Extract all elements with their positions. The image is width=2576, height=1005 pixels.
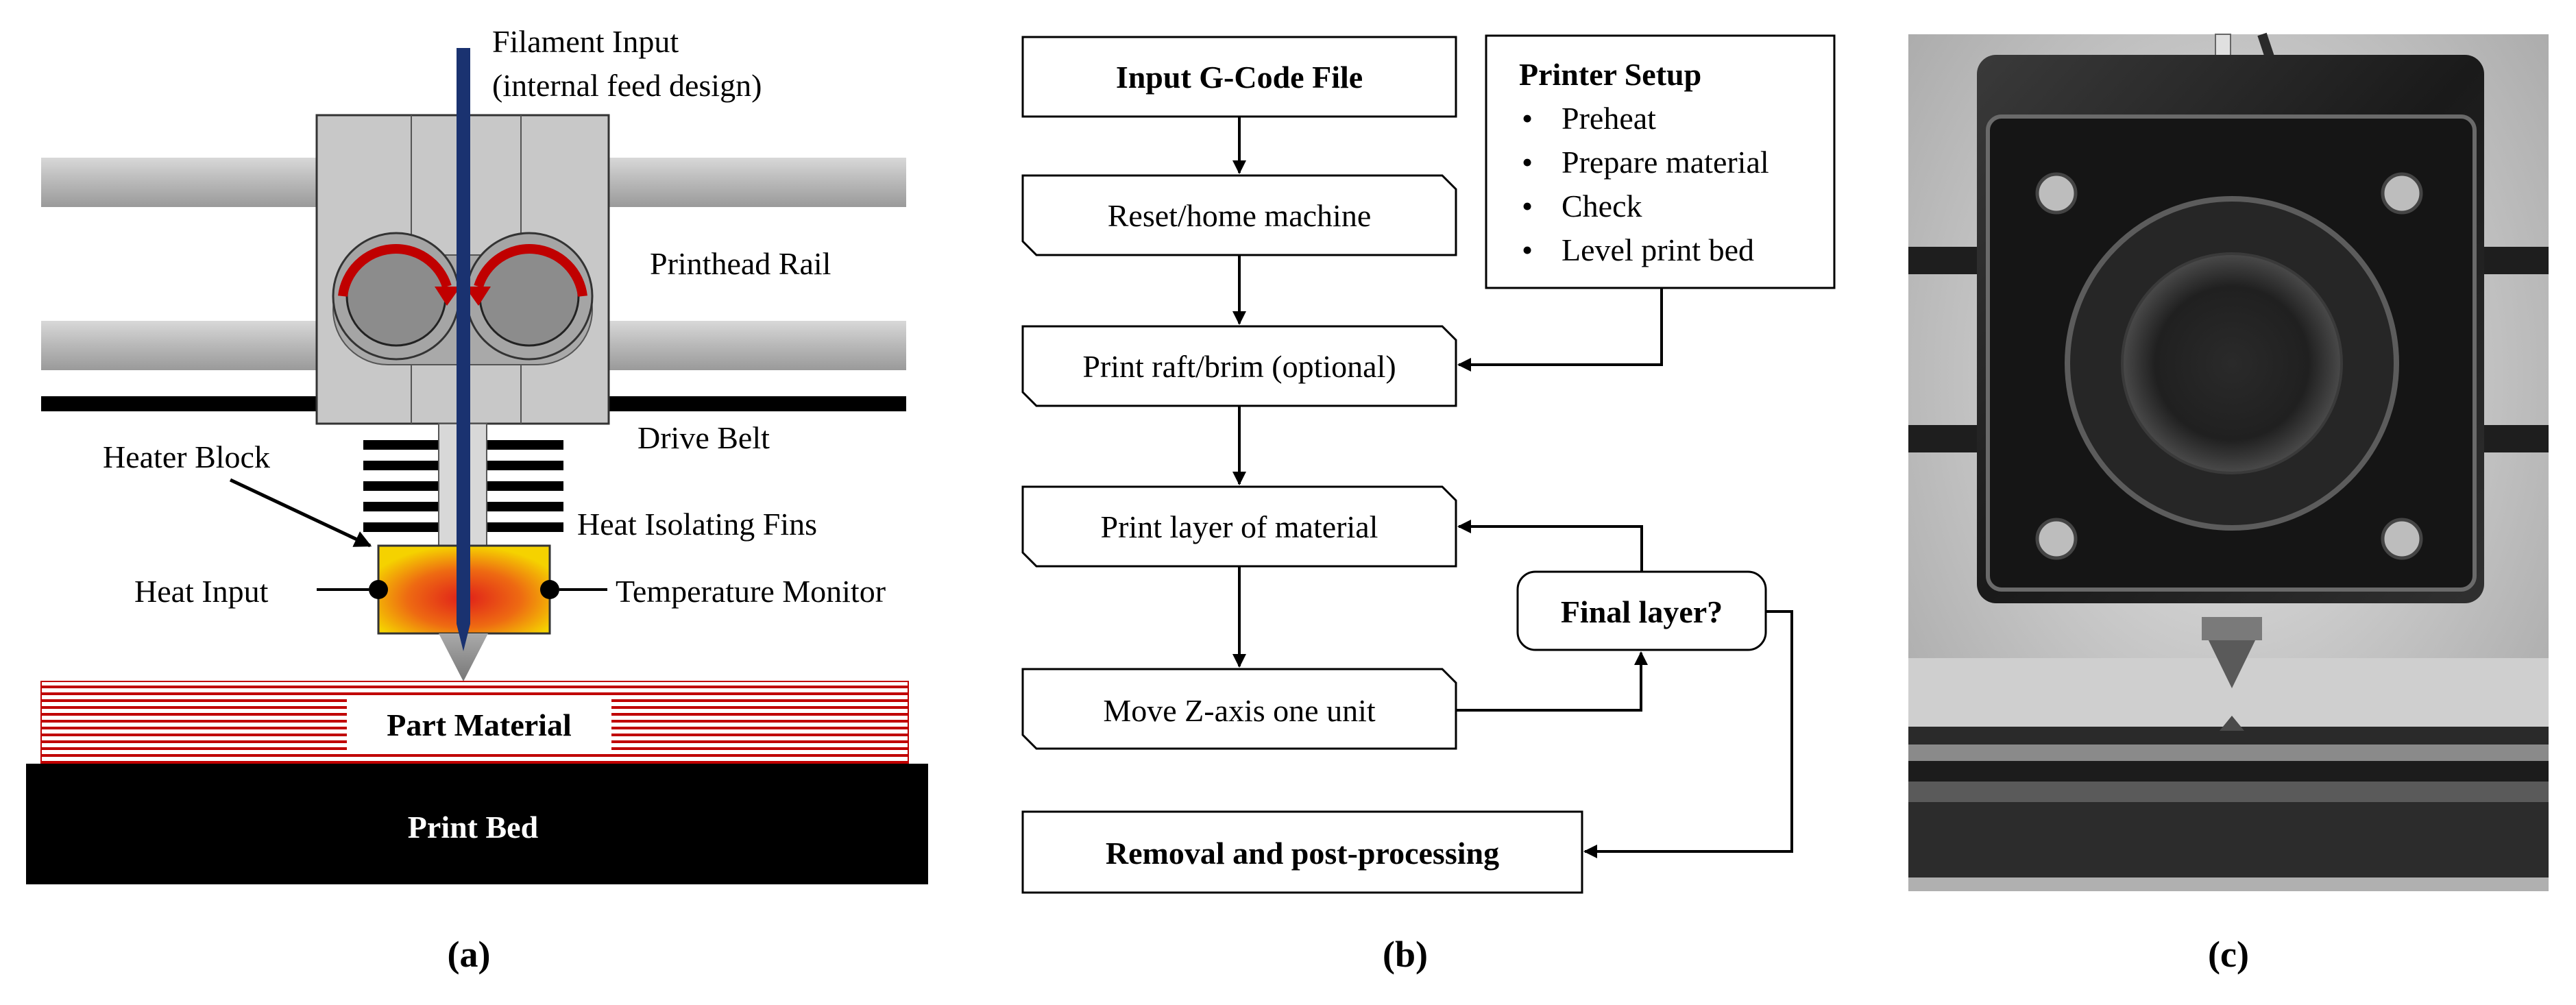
node-reset-home: Reset/home machine <box>1021 174 1457 256</box>
svg-text:•: • <box>1522 145 1533 180</box>
svg-text:•: • <box>1522 101 1533 136</box>
temperature-monitor-label: Temperature Monitor <box>616 574 886 609</box>
node-move-z: Move Z-axis one unit <box>1021 668 1457 750</box>
photo-screw <box>2035 518 2078 560</box>
printer-setup-item: Preheat <box>1562 101 1656 136</box>
panel-b-flowchart: Input G-Code File Printer Setup • Prehea… <box>1021 34 1836 975</box>
right-drive-arrow <box>474 244 587 297</box>
nozzle <box>439 633 488 681</box>
svg-text:Reset/home machine: Reset/home machine <box>1108 198 1372 233</box>
temperature-monitor-dot <box>540 580 559 599</box>
flow-connectors <box>1232 117 1793 858</box>
node-removal: Removal and post-processing <box>1021 810 1583 894</box>
svg-text:•: • <box>1522 232 1533 267</box>
node-print-layer: Print layer of material <box>1021 485 1457 568</box>
heat-input-dot <box>369 580 388 599</box>
printer-setup-item: Level print bed <box>1562 232 1754 267</box>
print-bed-label: Print Bed <box>408 810 539 845</box>
printhead-rail-label: Printhead Rail <box>650 246 831 281</box>
panel-c-caption: (c) <box>2208 934 2249 975</box>
heater-block-label: Heater Block <box>103 439 270 474</box>
left-drive-arrow <box>338 244 452 297</box>
panel-b-caption: (b) <box>1383 934 1428 975</box>
photo-nozzle <box>2207 638 2257 688</box>
svg-text:Removal and post-processing: Removal and post-processing <box>1106 836 1499 871</box>
print-bed <box>26 764 928 884</box>
svg-text:Move Z-axis one unit: Move Z-axis one unit <box>1103 693 1376 728</box>
panel-c-printhead-photo: (c) <box>1908 32 2549 975</box>
part-material-label: Part Material <box>387 707 571 742</box>
heat-input-label: Heat Input <box>134 574 269 609</box>
node-print-raft: Print raft/brim (optional) <box>1021 325 1457 407</box>
printer-setup-box: Printer Setup • Preheat • Prepare materi… <box>1485 34 1836 289</box>
panel-a-extruder-diagram: Part Material Print Bed Filament Input (… <box>26 24 928 975</box>
svg-text:Final layer?: Final layer? <box>1561 594 1723 629</box>
decision-final-layer: Final layer? <box>1516 570 1767 651</box>
printer-setup-title: Printer Setup <box>1519 57 1701 92</box>
filament-input-sublabel: (internal feed design) <box>492 68 762 103</box>
printer-setup-item: Check <box>1562 189 1642 223</box>
printer-setup-item: Prepare material <box>1562 145 1769 180</box>
photo-screw <box>2035 172 2078 215</box>
svg-text:Print raft/brim (optional): Print raft/brim (optional) <box>1082 349 1396 384</box>
filament <box>457 48 470 624</box>
svg-text:•: • <box>1522 189 1533 223</box>
photo-screw <box>2381 172 2423 215</box>
svg-text:Input G-Code File: Input G-Code File <box>1116 60 1363 95</box>
heat-isolating-fins-label: Heat Isolating Fins <box>577 507 817 542</box>
filament-input-label: Filament Input <box>492 24 679 59</box>
drive-belt-label: Drive Belt <box>637 420 770 455</box>
svg-text:Print layer of material: Print layer of material <box>1101 509 1378 544</box>
node-input-gcode: Input G-Code File <box>1021 36 1457 118</box>
photo-screw <box>2381 518 2423 560</box>
panel-a-caption: (a) <box>448 934 491 975</box>
